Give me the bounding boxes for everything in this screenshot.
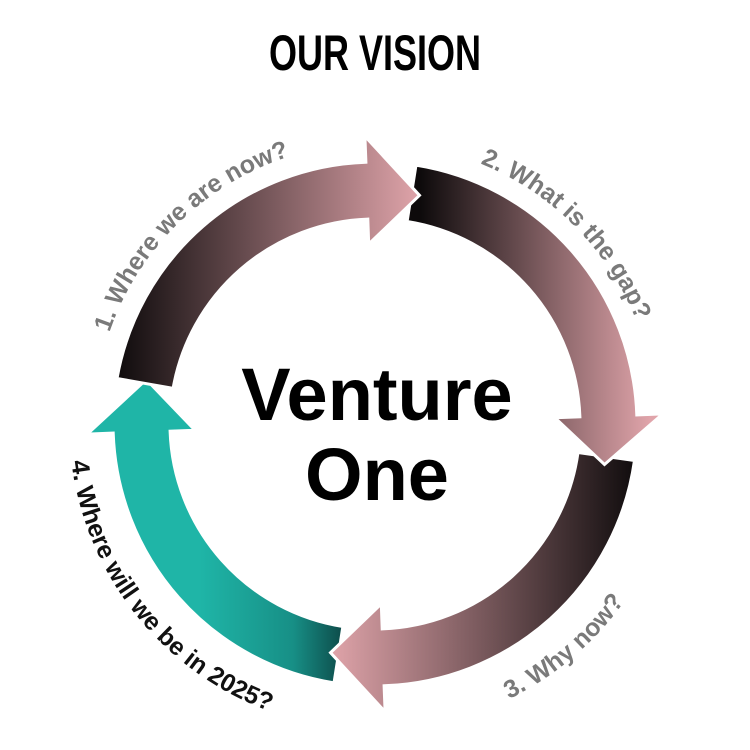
arrow-step-3: [328, 450, 637, 716]
arrow-step-1: [115, 132, 422, 391]
center-title-line-2: One: [305, 433, 449, 516]
page-title: OUR VISION: [268, 25, 482, 81]
arrow-step-2: [405, 163, 668, 467]
center-title-line-1: Venture: [241, 353, 512, 436]
arrow-step-4: [83, 377, 345, 685]
